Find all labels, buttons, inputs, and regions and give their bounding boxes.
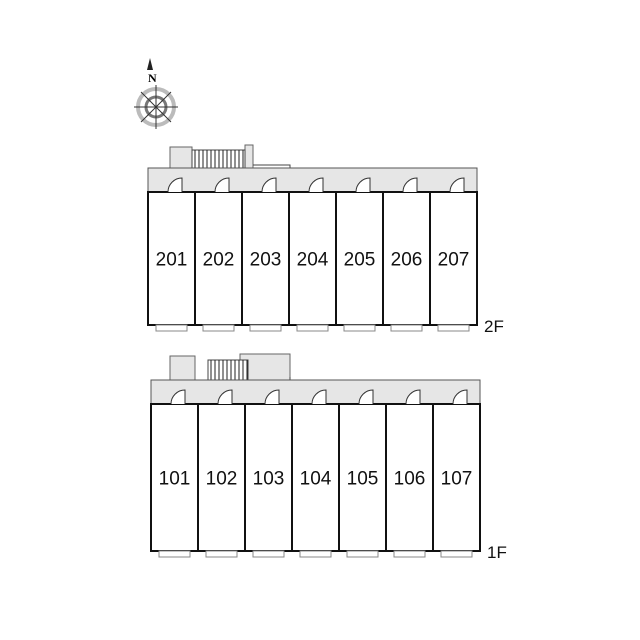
unit-room — [338, 403, 387, 552]
stair-frame — [207, 359, 249, 381]
floor-label: 1F — [487, 543, 507, 562]
unit-number: 207 — [438, 250, 470, 271]
unit-number: 204 — [297, 250, 329, 271]
unit-number: 107 — [441, 469, 473, 490]
unit-number: 103 — [253, 469, 285, 490]
unit-102: 102 — [197, 389, 246, 558]
balcony — [343, 324, 376, 332]
unit-room — [429, 191, 478, 326]
balcony — [249, 324, 282, 332]
unit-number: 206 — [391, 250, 423, 271]
balcony — [437, 324, 470, 332]
balcony — [393, 550, 426, 558]
unit-204: 204 — [288, 177, 337, 332]
door-icon — [264, 389, 280, 405]
balcony — [205, 550, 238, 558]
unit-number: 104 — [300, 469, 332, 490]
unit-101: 101 — [150, 389, 199, 558]
door-icon — [452, 389, 468, 405]
staircase-icon — [191, 149, 246, 169]
unit-206: 206 — [382, 177, 431, 332]
door-icon — [402, 177, 418, 193]
balcony — [299, 550, 332, 558]
door-icon — [217, 389, 233, 405]
balcony — [390, 324, 423, 332]
stair-ledge — [253, 164, 291, 168]
stair-landing — [169, 146, 193, 169]
unit-room — [291, 403, 340, 552]
unit-203: 203 — [241, 177, 290, 332]
floor-1F: 101 102 103 104 105 106 107 1F — [150, 353, 507, 562]
balcony — [155, 324, 188, 332]
unit-room — [147, 191, 196, 326]
door-icon — [358, 389, 374, 405]
unit-number: 102 — [206, 469, 238, 490]
stair-wall — [244, 144, 254, 169]
door-icon — [355, 177, 371, 193]
floor-2F: 201 202 203 204 205 206 207 2F — [147, 144, 504, 336]
unit-number: 106 — [394, 469, 426, 490]
stair-landing — [169, 355, 196, 381]
unit-105: 105 — [338, 389, 387, 558]
unit-202: 202 — [194, 177, 243, 332]
unit-201: 201 — [147, 177, 196, 332]
staircase-icon — [207, 359, 249, 381]
door-icon — [214, 177, 230, 193]
unit-107: 107 — [432, 389, 481, 558]
door-icon — [170, 389, 186, 405]
unit-number: 205 — [344, 250, 376, 271]
unit-number: 101 — [159, 469, 191, 490]
unit-number: 203 — [250, 250, 282, 271]
balcony — [346, 550, 379, 558]
door-icon — [261, 177, 277, 193]
unit-207: 207 — [429, 177, 478, 332]
compass-icon: N — [134, 58, 178, 129]
balcony — [296, 324, 329, 332]
unit-number: 202 — [203, 250, 235, 271]
balcony — [158, 550, 191, 558]
unit-103: 103 — [244, 389, 293, 558]
balcony — [202, 324, 235, 332]
compass-north-label: N — [148, 71, 157, 85]
unit-104: 104 — [291, 389, 340, 558]
unit-106: 106 — [385, 389, 434, 558]
balcony — [252, 550, 285, 558]
door-icon — [449, 177, 465, 193]
door-icon — [311, 389, 327, 405]
balcony — [440, 550, 473, 558]
unit-205: 205 — [335, 177, 384, 332]
unit-number: 201 — [156, 250, 188, 271]
door-icon — [405, 389, 421, 405]
unit-number: 105 — [347, 469, 379, 490]
door-icon — [167, 177, 183, 193]
door-icon — [308, 177, 324, 193]
floor-label: 2F — [484, 317, 504, 336]
